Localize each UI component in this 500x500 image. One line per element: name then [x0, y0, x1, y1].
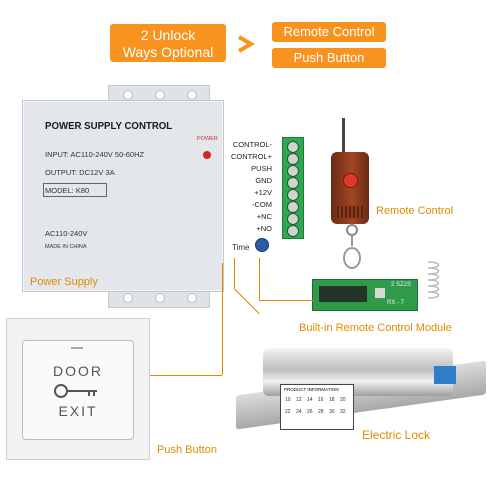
terminal-label: +NO	[256, 224, 272, 233]
label-push-button: Push Button	[157, 444, 217, 456]
lock-info-cell: 30	[329, 409, 335, 415]
remote-button	[343, 173, 358, 188]
lock-info-cell: 28	[318, 409, 324, 415]
module-chip	[319, 286, 367, 302]
antenna-coil-icon	[427, 261, 440, 299]
lock-connector	[434, 366, 456, 384]
time-adjust-knob[interactable]	[255, 238, 269, 252]
lock-info-cell: 26	[307, 409, 313, 415]
terminal-label: PUSH	[251, 164, 272, 173]
remote-grip	[337, 206, 363, 218]
terminal-screw	[287, 141, 299, 153]
mount-hole	[155, 90, 165, 100]
connector-line	[222, 263, 223, 375]
connector-line	[148, 375, 222, 376]
terminal-block	[282, 137, 304, 239]
lock-info-grid: 10 12 14 16 18 20 22 24 26 28 30 32	[285, 397, 349, 425]
lock-info-label: PRODUCT INFORMATION 10 12 14 16 18 20 22…	[280, 384, 354, 430]
badge-line-2: Ways Optional	[122, 44, 214, 60]
terminal-label: -COM	[252, 200, 272, 209]
module-text-2: RX - 7	[387, 300, 405, 306]
mount-hole	[187, 293, 197, 303]
remote-antenna	[342, 118, 345, 154]
terminal-label: CONTROL-	[232, 140, 272, 149]
key-icon	[54, 384, 97, 398]
exit-button[interactable]: DOOR EXIT	[22, 340, 134, 440]
lock-info-cell: 12	[296, 397, 302, 403]
psu-time-label: Time	[232, 243, 250, 252]
terminal-label: +12V	[254, 188, 272, 197]
connector-line	[234, 258, 235, 288]
psu-input: INPUT: AC110-240V 50-60HZ	[45, 150, 145, 159]
badge-line-1: 2 Unlock	[140, 27, 196, 43]
psu-output: OUTPUT: DC12V 3A	[45, 168, 115, 177]
psu-title: POWER SUPPLY CONTROL	[45, 120, 173, 132]
mount-hole	[155, 293, 165, 303]
arrow-right-icon	[237, 35, 255, 53]
keyring-icon	[343, 224, 361, 269]
terminal-label: +NC	[256, 212, 272, 221]
terminal-screw	[287, 225, 299, 237]
psu-voltage: AC110-240V	[45, 229, 88, 238]
option-push-button: Push Button	[272, 48, 386, 68]
terminal-screw	[287, 165, 299, 177]
lock-info-cell: 18	[329, 397, 335, 403]
module-component	[375, 288, 385, 298]
lock-info-cell: 32	[340, 409, 346, 415]
unlock-ways-badge: 2 Unlock Ways Optional	[110, 24, 226, 62]
terminal-screw	[287, 201, 299, 213]
psu-made-in: MADE IN CHINA	[45, 244, 87, 250]
module-text-1: 2 SZ2S	[391, 282, 412, 288]
psu-power-label: POWER	[197, 136, 218, 142]
terminal-label: CONTROL+	[230, 152, 272, 161]
terminal-screw	[287, 213, 299, 225]
lock-info-cell: 14	[307, 397, 313, 403]
lock-info-cell: 22	[285, 409, 291, 415]
mount-hole	[123, 293, 133, 303]
button-indicator	[71, 347, 83, 349]
power-led	[203, 151, 211, 159]
terminal-screw	[287, 177, 299, 189]
label-module: Built-in Remote Control Module	[299, 322, 452, 334]
label-remote-control: Remote Control	[376, 205, 454, 217]
mount-hole	[187, 90, 197, 100]
connector-line	[259, 300, 313, 301]
exit-text: EXIT	[58, 403, 98, 419]
terminal-label: GND	[255, 176, 272, 185]
psu-model: MODEL: K80	[45, 186, 90, 195]
mount-hole	[123, 90, 133, 100]
lock-info-cell: 10	[285, 397, 291, 403]
connector-line	[259, 258, 260, 300]
remote-control-module: 2 SZ2S RX - 7	[312, 279, 418, 311]
connector-line	[233, 288, 260, 315]
lock-info-cell: 20	[340, 397, 346, 403]
option-remote-control: Remote Control	[272, 22, 386, 42]
label-electric-lock: Electric Lock	[362, 428, 431, 442]
psu-model-box	[43, 183, 107, 197]
lock-info-cell: 16	[318, 397, 324, 403]
terminal-screw	[287, 153, 299, 165]
lock-info-title: PRODUCT INFORMATION	[284, 387, 339, 392]
lock-info-cell: 24	[296, 409, 302, 415]
door-text: DOOR	[53, 363, 103, 379]
remote-control	[331, 152, 369, 224]
terminal-screw	[287, 189, 299, 201]
label-power-supply: Power Supply	[30, 276, 98, 288]
